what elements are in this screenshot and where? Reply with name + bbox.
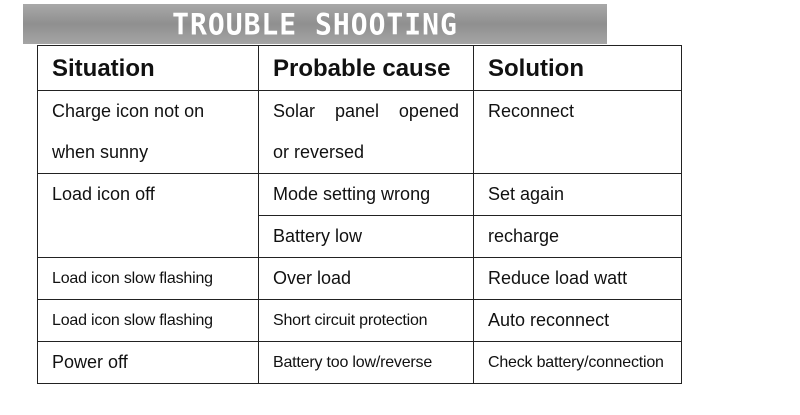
solution-cell: recharge [473,215,682,258]
cause-cell: Short circuit protection [258,299,474,342]
title-banner: TROUBLE SHOOTING [23,4,607,44]
cause-cell: Battery too low/reverse [258,341,474,384]
solution-cell: Auto reconnect [473,299,682,342]
table-row: Battery low recharge [38,215,682,258]
cause-cell: Battery low [258,215,474,258]
table-row: Power off Battery too low/reverse Check … [37,341,682,384]
cause-line: Solar panel opened [273,101,459,121]
situation-cell: Load icon slow flashing [37,299,259,342]
situation-line: when sunny [52,142,149,162]
header-solution: Solution [473,45,682,91]
header-probable-cause: Probable cause [258,45,474,91]
table-row: Charge icon not on when sunny Solar pane… [37,90,682,174]
situation-line: Charge icon not on [52,101,205,121]
cause-cell: Solar panel opened or reversed [258,90,474,174]
solution-cell: Reduce load watt [473,257,682,300]
solution-cell: Reconnect [473,90,682,174]
page-title: TROUBLE SHOOTING [172,6,458,42]
table-row: Load icon slow flashing Over load Reduce… [37,257,682,300]
table-header-row: Situation Probable cause Solution [37,45,682,91]
table-row: Load icon slow flashing Short circuit pr… [37,299,682,342]
solution-cell: Set again [473,173,682,216]
trouble-shooting-table: Situation Probable cause Solution Charge… [37,45,682,384]
cause-cell: Over load [258,257,474,300]
table-row: Load icon off Mode setting wrong Set aga… [37,173,682,258]
cause-line: or reversed [273,142,365,162]
situation-cell: Load icon slow flashing [37,257,259,300]
solution-cell: Check battery/connection [473,341,682,384]
cause-cell: Mode setting wrong [258,173,474,216]
situation-cell: Load icon off [37,173,259,258]
header-situation: Situation [37,45,259,91]
situation-cell: Power off [37,341,259,384]
situation-cell: Charge icon not on when sunny [37,90,259,174]
